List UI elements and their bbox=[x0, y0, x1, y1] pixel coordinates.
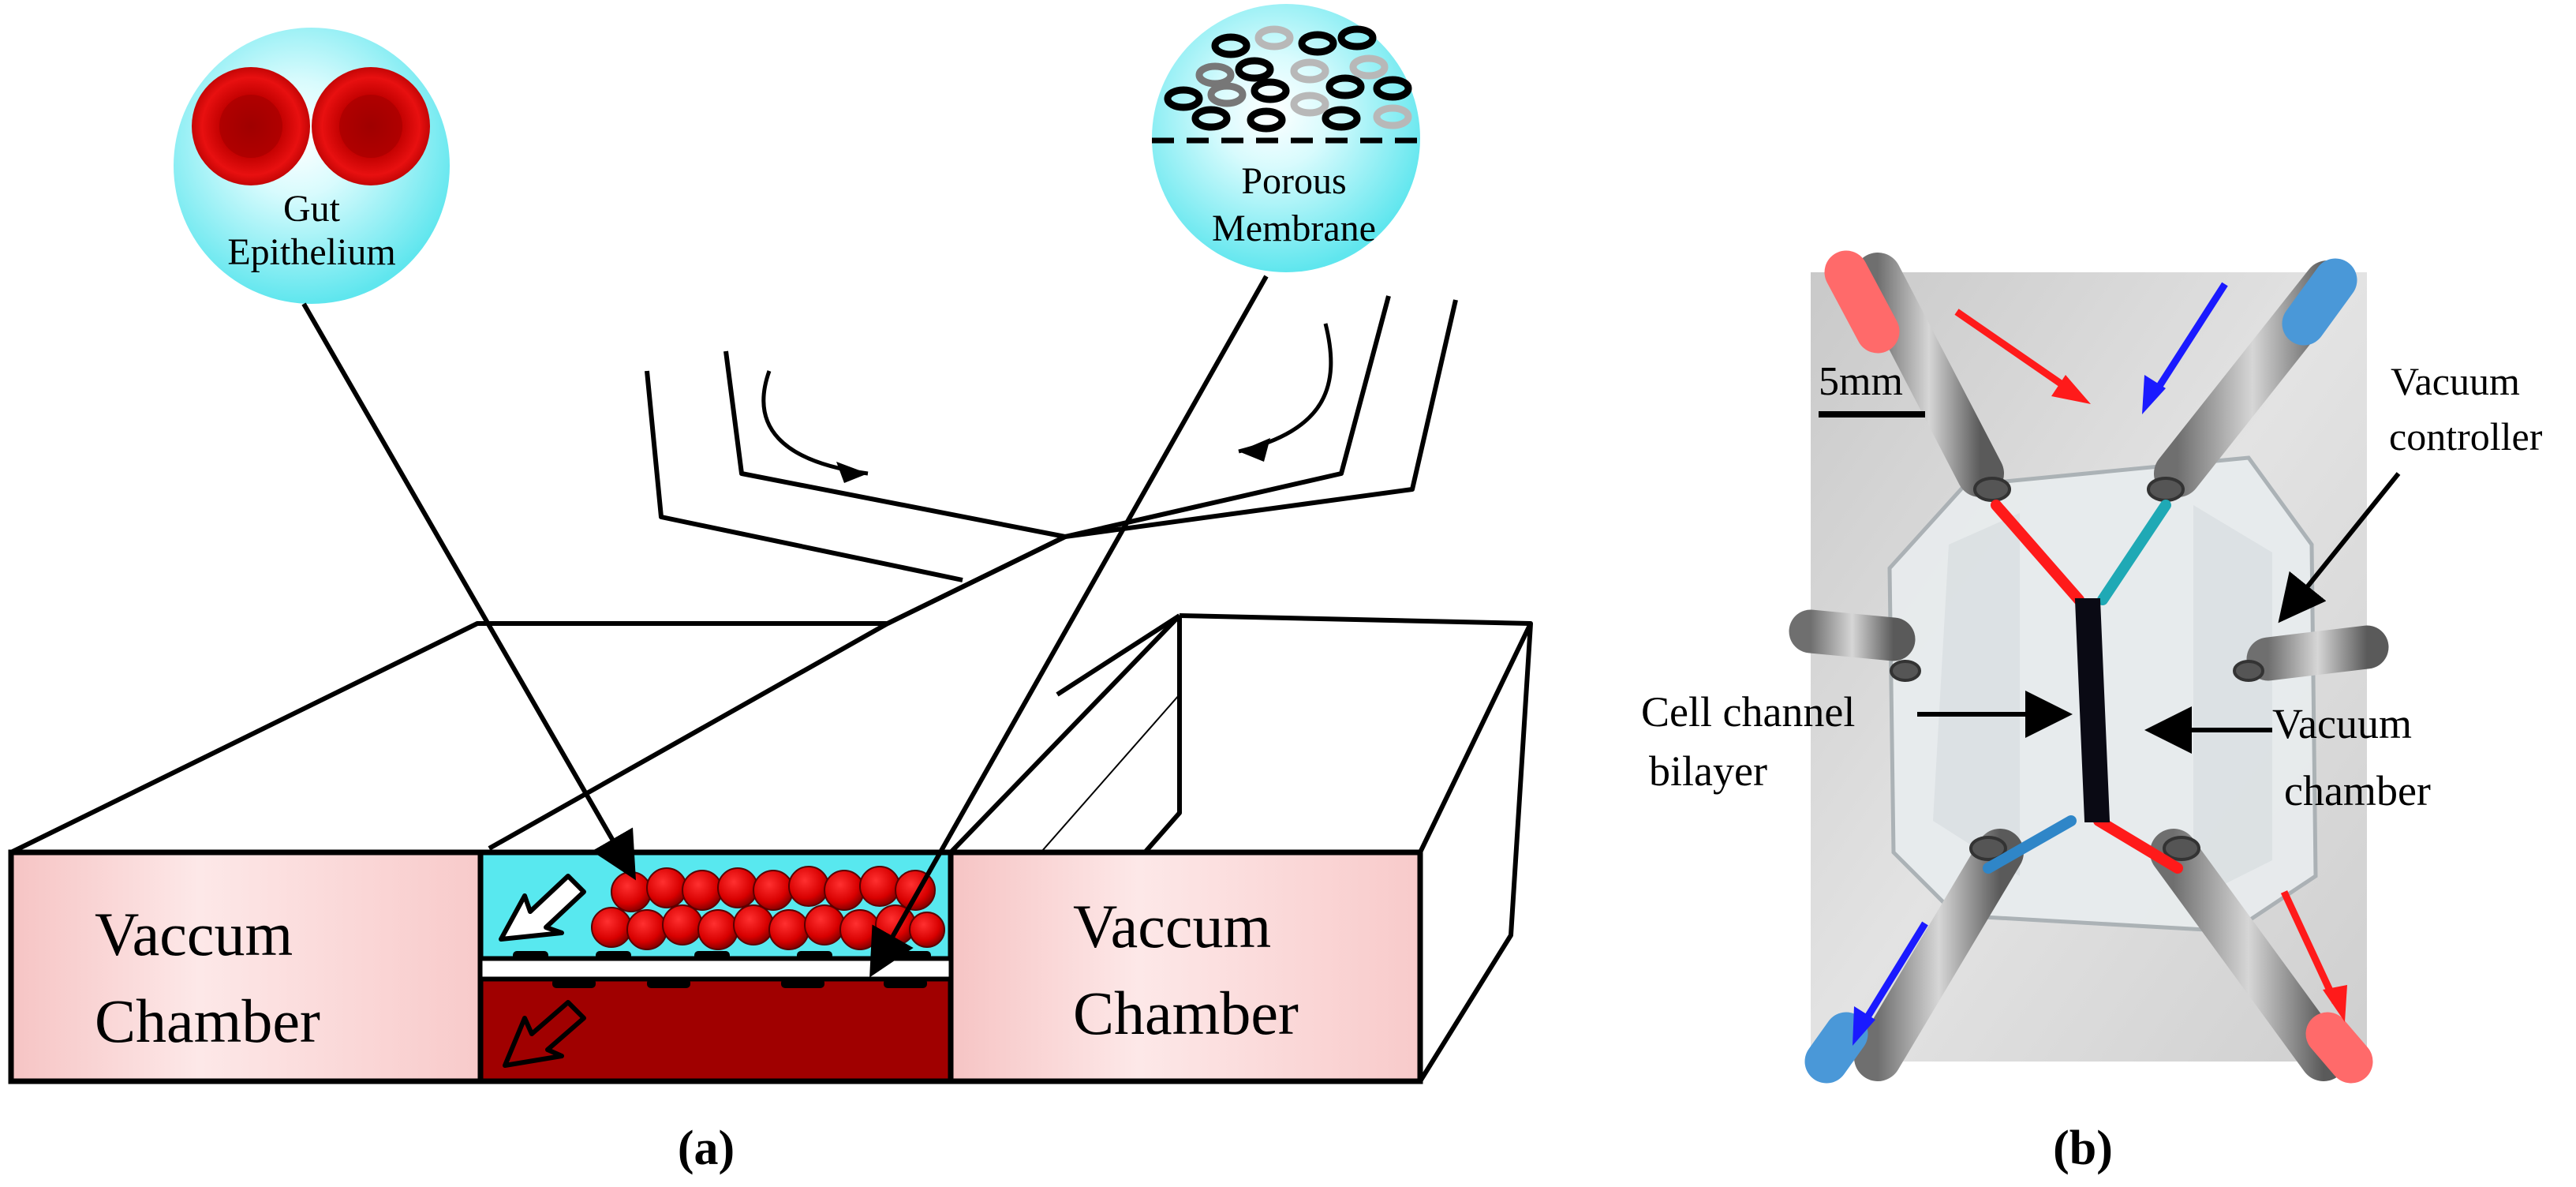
cell-channel-line2: bilayer bbox=[1649, 747, 1767, 795]
cell-channel-label: Cell channel bilayer bbox=[1641, 688, 2073, 795]
left-vacuum-chamber: Vaccum Chamber bbox=[8, 849, 484, 1084]
cell-channel-line1: Cell channel bbox=[1641, 688, 1855, 736]
gut-epithelium-callout: Gut Epithelium bbox=[174, 28, 636, 881]
membrane-label-line1: Porous bbox=[1241, 160, 1346, 202]
panel-b: 5mm Vacuum controller Cell channel bilay… bbox=[1641, 250, 2543, 1175]
scale-bar-label: 5mm bbox=[1819, 359, 1903, 404]
vacuum-chamber-label: Vacuum chamber bbox=[2144, 700, 2431, 814]
pore-icons bbox=[1164, 25, 1412, 133]
vacuum-controller-line2: controller bbox=[2389, 414, 2543, 459]
flow-tubes bbox=[488, 295, 1458, 851]
vacuum-chamber-line2: chamber bbox=[2284, 767, 2431, 814]
left-chamber-line2: Chamber bbox=[95, 987, 320, 1055]
panel-a: Vaccum Chamber Vaccum Chamber bbox=[8, 4, 1533, 1175]
scale-bar: 5mm bbox=[1819, 359, 1925, 418]
membrane-label-line2: Membrane bbox=[1212, 208, 1376, 249]
right-chamber-line1: Vaccum bbox=[1073, 892, 1271, 960]
outflow-arrow-bottom bbox=[1853, 921, 1928, 1046]
vacuum-controller-label: Vacuum controller bbox=[2278, 359, 2543, 623]
inflow-arrow-bottom bbox=[2280, 890, 2347, 1022]
right-vacuum-chamber: Vaccum Chamber bbox=[948, 613, 1533, 1084]
vacuum-controller-line1: Vacuum bbox=[2391, 359, 2520, 403]
tubing bbox=[1789, 250, 2389, 1084]
bottom-flow-hollow-arrow bbox=[503, 1000, 586, 1068]
epithelial-cells bbox=[591, 866, 945, 950]
panel-a-caption: (a) bbox=[678, 1121, 735, 1175]
flow-direction-arrows bbox=[761, 323, 1333, 483]
right-chamber-line2: Chamber bbox=[1073, 979, 1299, 1047]
vacuum-chamber-line1: Vacuum bbox=[2272, 700, 2412, 747]
left-chamber-line1: Vaccum bbox=[95, 900, 293, 968]
connector-tips bbox=[1890, 477, 2264, 861]
device-photo bbox=[1789, 250, 2389, 1084]
bottom-channel bbox=[477, 975, 954, 1084]
gut-label-line2: Epithelium bbox=[227, 231, 395, 273]
outflow-arrow-top bbox=[2142, 282, 2228, 414]
membrane-callout-line bbox=[869, 275, 1269, 978]
microchannels bbox=[1983, 500, 2183, 874]
gut-callout-line bbox=[301, 302, 636, 881]
porous-membrane-callout: Porous Membrane bbox=[869, 4, 1420, 978]
gut-label-line1: Gut bbox=[283, 188, 341, 230]
cell-channel bbox=[2074, 598, 2111, 822]
panel-b-caption: (b) bbox=[2053, 1121, 2113, 1175]
top-flow-hollow-arrow bbox=[499, 874, 586, 942]
inflow-arrow bbox=[1954, 309, 2091, 404]
cell-channel-cross-section bbox=[477, 849, 954, 1084]
red-cell-icon bbox=[192, 67, 430, 185]
